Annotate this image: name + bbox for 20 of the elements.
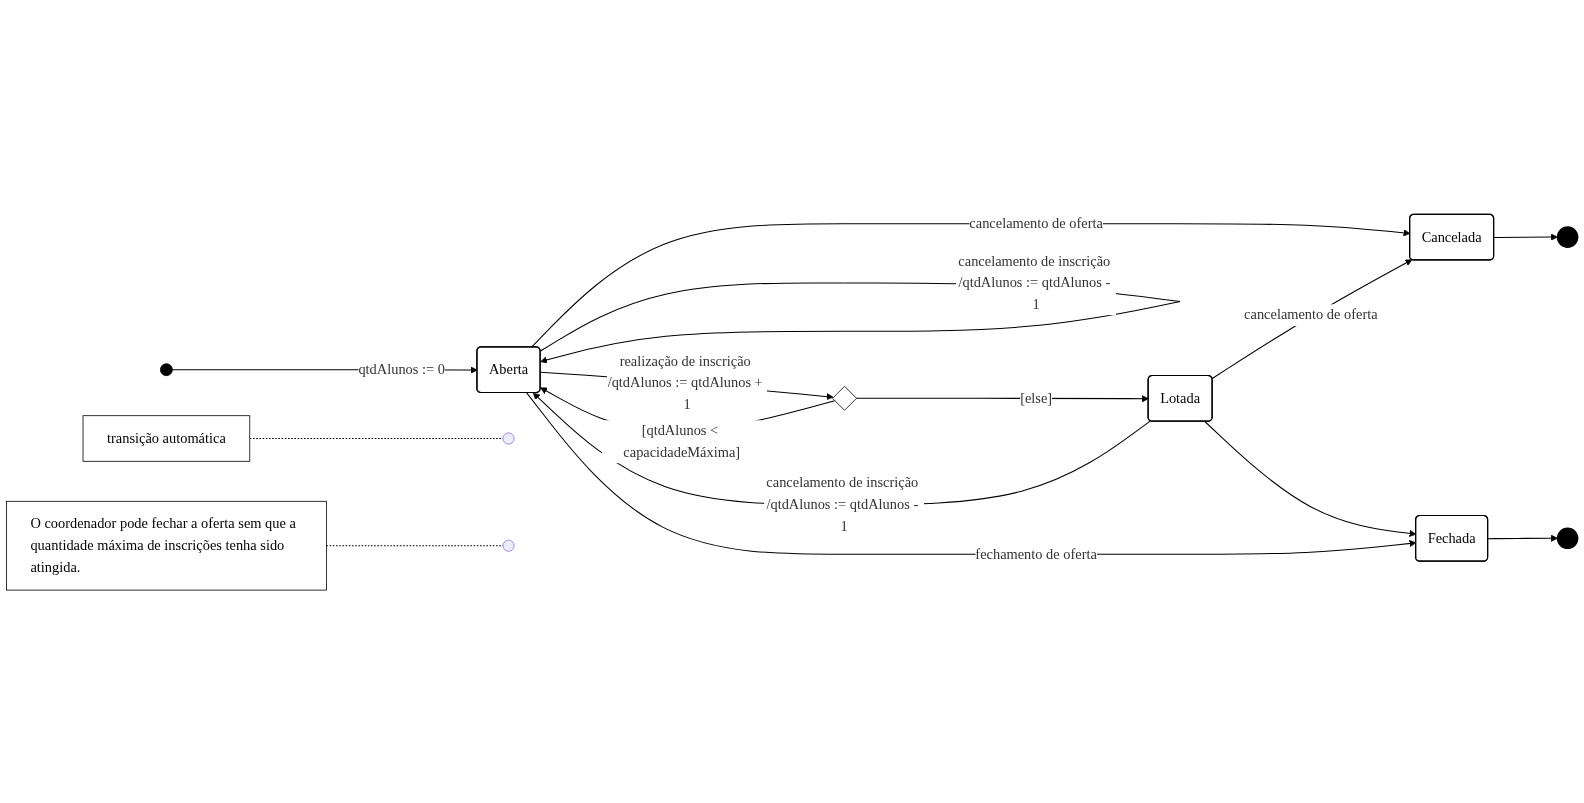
arrow	[532, 392, 1151, 506]
edge-label: realização de inscrição /qtdAlunos := qtdAlunos + 1	[607, 353, 763, 413]
arrow	[1487, 534, 1558, 542]
arrow	[1211, 259, 1413, 379]
edge-label: cancelamento de inscrição /qtdAlunos := qtdAlunos - 1	[766, 474, 919, 534]
node-diamond	[832, 385, 857, 411]
node-circle	[1556, 226, 1579, 248]
edge-label: fechamento de oferta	[975, 545, 1097, 562]
edge-label: [else]	[1020, 389, 1053, 406]
node-circle	[160, 363, 173, 377]
edge-label: qtdAlunos := 0	[358, 361, 445, 378]
node-box: transição automática	[82, 415, 251, 462]
arrow	[855, 395, 1149, 403]
arrow	[1493, 233, 1558, 241]
edge-label: cancelamento de inscrição /qtdAlunos := qtdAlunos - 1	[958, 252, 1111, 313]
edge-label: cancelamento de oferta	[1244, 306, 1378, 323]
node-box: O coordenador pode fechar a oferta sem que a quantidade máxima de inscrições tenha sido atingida.	[6, 500, 327, 591]
node-circle	[1556, 527, 1579, 550]
edge-label: cancelamento de oferta	[969, 215, 1103, 232]
edge-label: [qtdAlunos < capacidadeMáxima]	[623, 422, 741, 461]
